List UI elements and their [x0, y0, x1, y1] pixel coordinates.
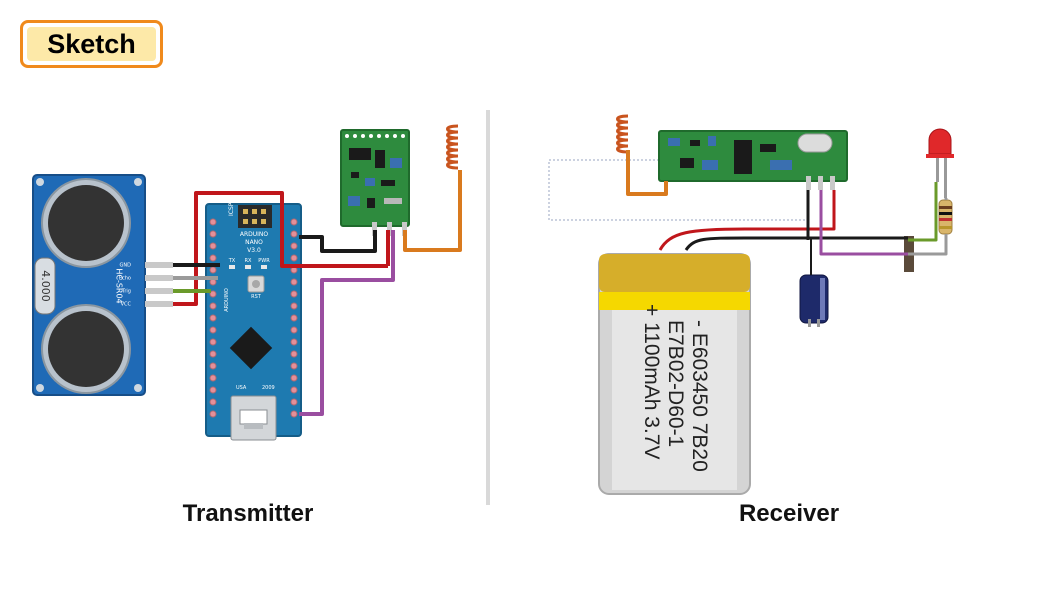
crystal-label: 4.000 — [39, 270, 52, 302]
sensor-pin-gnd: GND — [120, 263, 132, 269]
rf-receiver-module — [658, 130, 848, 190]
nano-pins-left — [209, 218, 217, 418]
sensor-pin-vcc: VCC — [121, 302, 132, 308]
rf-transmitter-module — [340, 129, 410, 236]
section-divider — [486, 110, 490, 505]
red-led — [926, 128, 954, 198]
nano-side-brand: ARDUINO — [224, 288, 230, 312]
nano-title-2: NANO — [245, 239, 263, 246]
receiver-wires — [626, 150, 948, 275]
icsp-label: ICSP — [228, 202, 235, 216]
transmitter-wires — [173, 170, 462, 416]
led-pwr: PWR — [258, 258, 270, 264]
battery-line-1: - E603450 7B20 — [688, 320, 711, 472]
electrolytic-capacitor — [799, 274, 829, 327]
sensor-pin-trig: Trig — [121, 289, 131, 295]
sketch-title: Sketch — [27, 27, 156, 61]
nano-title-3: V3.0 — [247, 247, 261, 254]
rst-label: RST — [251, 294, 262, 300]
battery-line-2: E7B02-D60-1 — [664, 320, 687, 447]
nano-title-1: ARDUINO — [240, 231, 269, 238]
sensor-model-label: HC-SR04 — [115, 268, 124, 303]
arduino-nano: ICSP ARDUINO NANO V3.0 TX RX PWR RST ARD… — [205, 202, 302, 441]
receiver-circuit: - E603450 7B20 E7B02-D60-1 + 1100mAh 3.7… — [548, 114, 954, 495]
sketch-badge: Sketch — [20, 20, 163, 68]
transmitter-caption: Transmitter — [182, 500, 314, 527]
sensor-crystal — [34, 257, 56, 315]
resistor — [938, 199, 953, 235]
lipo-battery: - E603450 7B20 E7B02-D60-1 + 1100mAh 3.7… — [598, 253, 751, 495]
usa-label: USA — [236, 385, 247, 391]
transmitter-circuit: 4.000 HC-SR04 GND Echo Trig VCC — [32, 124, 462, 441]
battery-line-3: + 1100mAh 3.7V — [640, 304, 663, 459]
transmitter-antenna — [446, 124, 459, 170]
year-label: 2009 — [262, 385, 275, 391]
led-rx: RX — [245, 258, 252, 264]
icsp-header — [238, 205, 272, 228]
nano-microcontroller — [229, 326, 273, 370]
nano-pins-right — [290, 218, 298, 418]
led-tx: TX — [228, 258, 236, 264]
receiver-antenna — [616, 114, 629, 154]
sensor-pin-echo: Echo — [119, 276, 131, 282]
ultrasonic-sensor: 4.000 HC-SR04 GND Echo Trig VCC — [32, 174, 173, 396]
receiver-caption: Receiver — [738, 500, 840, 527]
